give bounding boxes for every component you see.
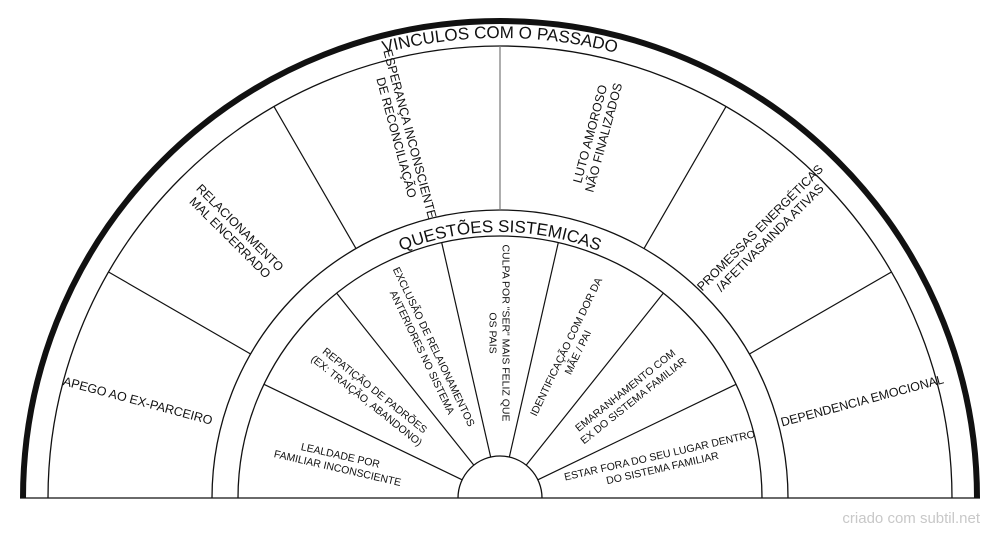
inner-sector-divider: [336, 292, 475, 466]
outer_ring-sector-label: APEGO AO EX-PARCEIRO: [62, 374, 215, 427]
inner_ring-sector-label: EMARANHAMENTO COMEX DO SISTEMA FAMILIAR: [570, 345, 689, 447]
outer-sector-divider: [108, 271, 251, 355]
label-line: EMARANHAMENTO COM: [573, 347, 678, 434]
inner-sector-divider: [263, 383, 463, 481]
inner_ring-sector-label: LEALDADE PORFAMILIAR INCONSCIENTE: [273, 436, 405, 489]
label-line: /AFETIVASAINDA ATIVAS: [714, 181, 827, 294]
label-line: APEGO AO EX-PARCEIRO: [62, 374, 215, 427]
label-line: DEPENDENCIA EMOCIONAL: [779, 372, 945, 429]
center-circle: [457, 455, 543, 499]
label-line: REPATIÇÃO DE PADRÕES: [320, 345, 430, 436]
outer_ring-sector-label: DEPENDENCIA EMOCIONAL: [779, 372, 945, 429]
label-line: EXCLUSÃO DE RELAIONAMENTOS: [390, 265, 478, 429]
label-line: IDENTIFICAÇÃO COM DOR DA: [527, 275, 605, 418]
outer_ring-sector-label: RELACIONAMENTOMAL ENCERRADO: [184, 182, 287, 285]
inner_ring-sector-label: REPATIÇÃO DE PADRÕES(EX: TRAIÇÃO, ABANDO…: [308, 342, 433, 449]
outer-sector-divider: [273, 106, 357, 249]
outer_ring-sector-label: PROMESSAS ENERGÉTICAS/AFETIVASAINDA ATIV…: [694, 161, 836, 303]
inner_ring-sector-label: CULPA POR "SER" MAIS FELIZ QUEOS PAIS: [487, 244, 512, 421]
label-line: CULPA POR "SER" MAIS FELIZ QUE: [500, 244, 512, 421]
inner-sector-divider: [441, 242, 492, 458]
outer-sector-divider: [749, 271, 892, 355]
inner-sector-divider: [537, 383, 737, 481]
footer-credit: criado com subtil.net: [842, 510, 980, 527]
outer-border-arc: [20, 18, 980, 499]
outer_ring-sector-label: LUTO AMOROSONÃO FINALIZADOS: [569, 78, 625, 194]
outer_ring-sector-label: ESPERANÇA INCONSCIENTEDE RECONCILIAÇÃO: [367, 48, 439, 224]
inner-sector-divider: [508, 242, 559, 458]
label-line: OS PAIS: [487, 312, 499, 353]
label-line: PROMESSAS ENERGÉTICAS: [694, 161, 826, 293]
inner-sector-divider: [525, 292, 664, 466]
outer-sector-divider: [643, 106, 727, 249]
inner-ring-band-arc: [237, 235, 763, 499]
label-line: RELACIONAMENTO: [193, 182, 286, 275]
